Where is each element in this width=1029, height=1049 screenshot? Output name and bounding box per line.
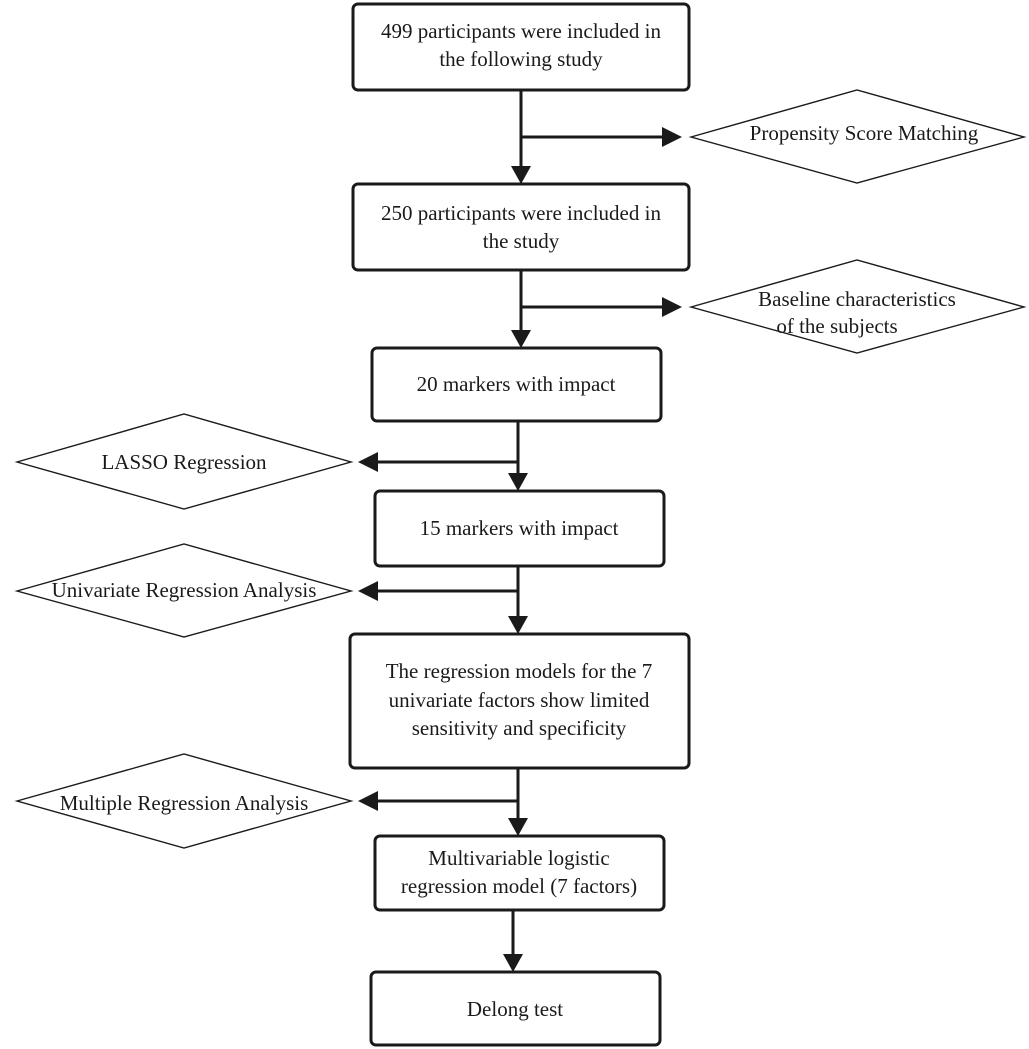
step-text-line: Delong test [467,997,563,1021]
arrowhead-right [662,297,682,317]
step-box-5: The regression models for the 7 univaria… [348,632,691,770]
step-text-line: sensitivity and specificity [412,716,627,740]
arrowhead-left [358,791,378,811]
step-text-line: The regression models for the 7 [386,659,653,683]
step-text-line: 20 markers with impact [417,372,616,396]
step-box-6: Multivariable logistic regression model … [373,834,666,912]
arrowhead-down [503,954,523,972]
step-text-line: 15 markers with impact [420,516,619,540]
arrowhead-down [511,166,531,184]
step-text-line: the study [483,229,560,253]
step-box-1: 499 participants were included in the fo… [351,2,691,92]
step-box-2: 250 participants were included in the st… [351,182,691,272]
arrowhead-down [508,616,528,634]
main-flow-connectors [503,90,531,972]
step-text-line: regression model (7 factors) [401,874,637,898]
arrowhead-down [508,473,528,491]
arrowhead-left [358,452,378,472]
branch-text-line: Multiple Regression Analysis [60,791,309,815]
step-text-line: 499 participants were included in [381,19,661,43]
arrowhead-left [358,581,378,601]
branch-text-line: Univariate Regression Analysis [52,578,317,602]
branch-text-line: Baseline characteristics [758,287,956,311]
step-box-3: 20 markers with impact [370,346,663,423]
branch-diamond-3: LASSO Regression [14,413,354,510]
arrowhead-down [511,330,531,348]
arrowhead-down [508,818,528,836]
step-box-7: Delong test [369,970,662,1047]
step-text-line: 250 participants were included in [381,201,661,225]
branch-diamond-2: Baseline characteristics of the subjects [688,259,1027,354]
step-text-line: Multivariable logistic [428,846,609,870]
branch-connectors [358,127,682,811]
branch-text-line: of the subjects [776,314,897,338]
branch-diamond-1: Propensity Score Matching [688,89,1027,184]
step-text-line: the following study [439,47,603,71]
branch-diamond-5: Multiple Regression Analysis [14,753,354,849]
step-box-4: 15 markers with impact [373,489,666,568]
step-text-line: univariate factors show limited [389,688,650,712]
branch-diamond-4: Univariate Regression Analysis [14,543,354,638]
branch-text-line: Propensity Score Matching [750,121,979,145]
arrowhead-right [662,127,682,147]
branch-text-line: LASSO Regression [101,450,267,474]
